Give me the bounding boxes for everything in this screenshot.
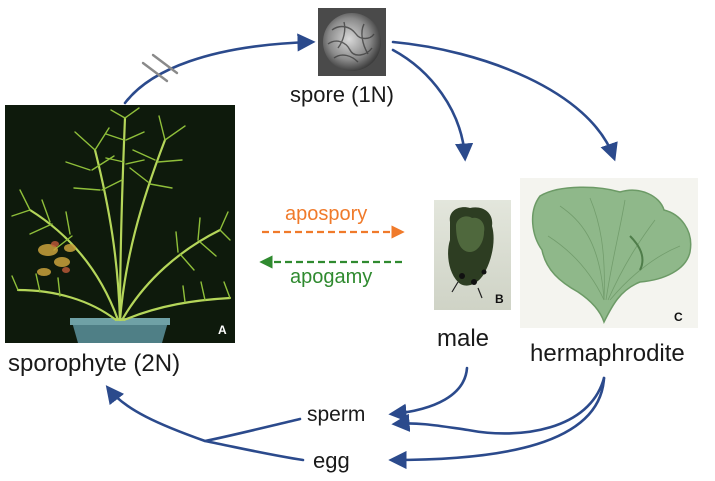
apospory-label: apospory xyxy=(285,203,368,225)
spore-label: spore (1N) xyxy=(290,82,394,107)
sperm-label: sperm xyxy=(307,403,366,426)
hermaphrodite-label: hermaphrodite xyxy=(530,340,685,367)
arrow-spore-to-hermaphrodite xyxy=(391,40,618,162)
apogamy-label: apogamy xyxy=(290,266,373,288)
arrow-sperm-egg-to-sporophyte xyxy=(108,388,305,462)
sporophyte-photo xyxy=(5,105,235,343)
arrow-hermaphrodite-to-egg xyxy=(388,376,606,470)
spore-image xyxy=(318,8,386,76)
sporophyte-label: sporophyte (2N) xyxy=(8,350,181,377)
cycle-arrows xyxy=(108,33,618,470)
panel-label-c: C xyxy=(674,310,683,324)
panel-label-b: B xyxy=(495,292,504,306)
male-gametophyte-photo xyxy=(434,200,511,310)
male-label: male xyxy=(437,325,490,352)
arrow-hermaphrodite-to-sperm xyxy=(391,376,606,435)
break-mark-icon xyxy=(141,53,179,83)
hermaphrodite-gametophyte-photo xyxy=(520,178,698,328)
panel-label-a: A xyxy=(218,323,227,337)
arrow-male-to-sperm xyxy=(388,366,469,422)
arrow-sporophyte-to-spore xyxy=(123,33,316,105)
arrow-spore-to-male xyxy=(391,48,474,162)
egg-label: egg xyxy=(313,448,350,473)
